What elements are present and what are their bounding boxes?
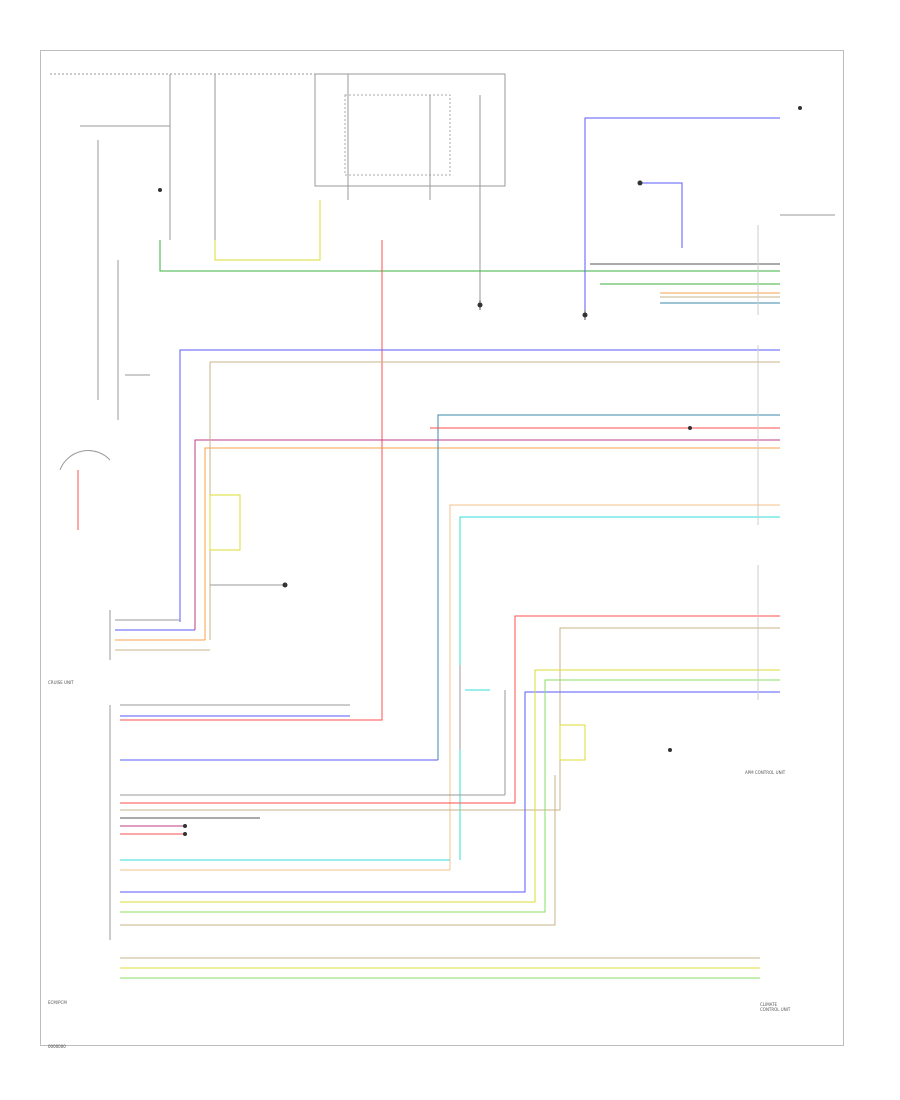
junction-dot: [158, 188, 162, 192]
ecm-dot-1: [183, 824, 187, 828]
wire-purple-left: [194, 439, 210, 630]
blue-stub-dot: [637, 180, 643, 186]
ecm-label: ECM/PCM: [48, 1000, 67, 1005]
cruise-unit-label: CRUISE UNIT: [48, 680, 74, 685]
diagram-frame: [40, 50, 844, 1046]
red-mid-dot: [688, 426, 692, 430]
apm-dot: [668, 748, 672, 752]
wire-tan-ecm-2: [120, 775, 556, 926]
cruise-dial-arc: [59, 450, 111, 471]
wire-tan-ecm: [120, 627, 780, 811]
actuator-box: [559, 724, 586, 761]
wire-blue-main: [179, 349, 780, 622]
climate-control-label: CLIMATE CONTROL UNIT: [760, 1002, 791, 1012]
wire-lightgreen-ecm: [120, 679, 780, 913]
wire-blue-top: [584, 117, 780, 310]
relay-inner-box: [344, 94, 451, 176]
wire-red-long: [120, 240, 383, 721]
wire-teal-main: [437, 414, 780, 760]
wire-lightorange: [449, 504, 780, 870]
wire-orange-main: [204, 447, 780, 640]
ground-dot-2: [582, 312, 588, 318]
ecm-dot-2: [183, 832, 187, 836]
wire-yellow-ecm: [120, 669, 780, 903]
right-top-dot: [798, 106, 802, 110]
wire-yellow-top: [214, 200, 321, 261]
wire-blue-stub: [640, 182, 683, 248]
ground-dot-1: [477, 302, 483, 308]
figure-id: 0000000: [48, 1044, 66, 1049]
wire-red-ecm: [120, 615, 780, 804]
apm-control-unit-label: APM CONTROL UNIT: [745, 770, 786, 775]
cruise-unit-box: [209, 494, 241, 551]
cruise-dot: [282, 582, 288, 588]
wire-blue-ecm: [120, 691, 780, 893]
relay-box-outline: [314, 73, 506, 187]
wire-green-top: [159, 240, 780, 272]
wire-cyan: [459, 516, 780, 860]
